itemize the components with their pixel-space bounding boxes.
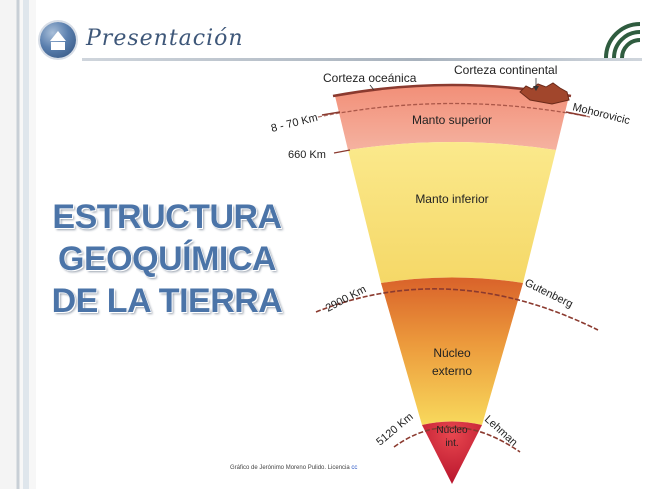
upper-mantle-label: Manto superior <box>412 113 492 127</box>
wifi-arc-icon <box>604 22 641 59</box>
oceanic-crust-leader <box>369 84 375 91</box>
outer-core-label-1: Núcleo <box>433 346 471 360</box>
home-icon <box>40 22 76 58</box>
home-roof-shape <box>50 31 66 41</box>
mohorovicic-label: Mohorovicic <box>571 101 631 127</box>
home-base-shape <box>51 42 65 50</box>
depth-5120km-label: 5120 Km <box>374 411 415 448</box>
slide-header: Presentación <box>36 18 648 70</box>
upper-mantle-layer <box>335 86 569 150</box>
inner-core-label-2: int. <box>445 438 458 449</box>
continental-crust-arrow <box>533 86 539 91</box>
main-title-line-2: GEOQUÍMICA <box>58 240 276 278</box>
660km-tick <box>333 149 351 154</box>
header-title: Presentación <box>86 26 244 51</box>
depth-660km-label: 660 Km <box>288 149 326 161</box>
header-divider <box>82 58 642 61</box>
moho-boundary <box>317 102 591 118</box>
license-link[interactable]: cc <box>351 465 358 471</box>
outer-core-label-2: externo <box>432 364 472 378</box>
left-bar-stripe <box>23 0 29 489</box>
moho-tick-left <box>321 111 341 116</box>
gutenberg-boundary <box>315 288 599 331</box>
gutenberg-label: Gutenberg <box>523 277 575 311</box>
lehman-boundary <box>393 426 521 453</box>
inner-core-label-1: Núcleo <box>436 425 468 436</box>
depth-8-70km-label: 8 - 70 Km <box>270 112 319 135</box>
main-title-line-1: ESTRUCTURA <box>52 198 282 236</box>
main-title-line-3: DE LA TIERRA <box>51 282 283 320</box>
lower-mantle-label: Manto inferior <box>415 192 488 206</box>
oceanic-crust-label: Corteza oceánica <box>323 71 417 85</box>
image-credit: Gráfico de Jerónimo Moreno Pulido. Licen… <box>230 465 357 471</box>
inner-core-layer <box>422 421 482 484</box>
continental-crust-shape <box>519 82 570 105</box>
continental-crust-label: Corteza continental <box>454 63 557 77</box>
main-title: ESTRUCTURA GEOQUÍMICA DE LA TIERRA <box>22 196 312 322</box>
depth-2900km-label: 2900 Km <box>324 283 369 314</box>
lower-mantle-layer <box>348 142 556 283</box>
left-decorative-bar <box>0 0 36 489</box>
outer-core-layer <box>381 277 523 425</box>
lehman-label: Lehman <box>482 413 520 449</box>
credit-text: Gráfico de Jerónimo Moreno Pulido. Licen… <box>230 465 350 471</box>
moho-tick-right <box>565 111 587 117</box>
